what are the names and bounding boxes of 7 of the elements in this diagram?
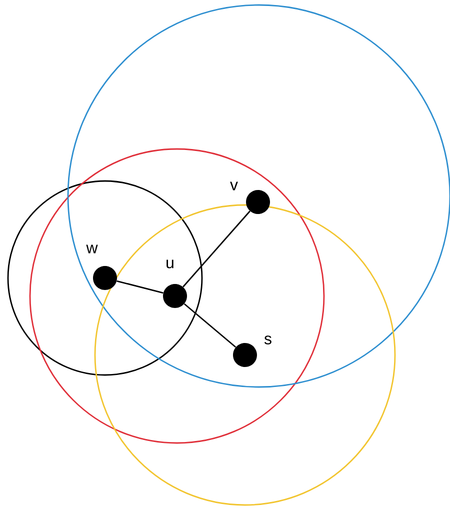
vertex-label: s [264,336,272,344]
vertex-label: u [166,260,174,268]
connector-line [182,210,250,288]
vertex-label: w [86,244,98,254]
connector-line [116,280,164,294]
connector-line [184,303,236,348]
vertex-label: v [230,182,238,190]
